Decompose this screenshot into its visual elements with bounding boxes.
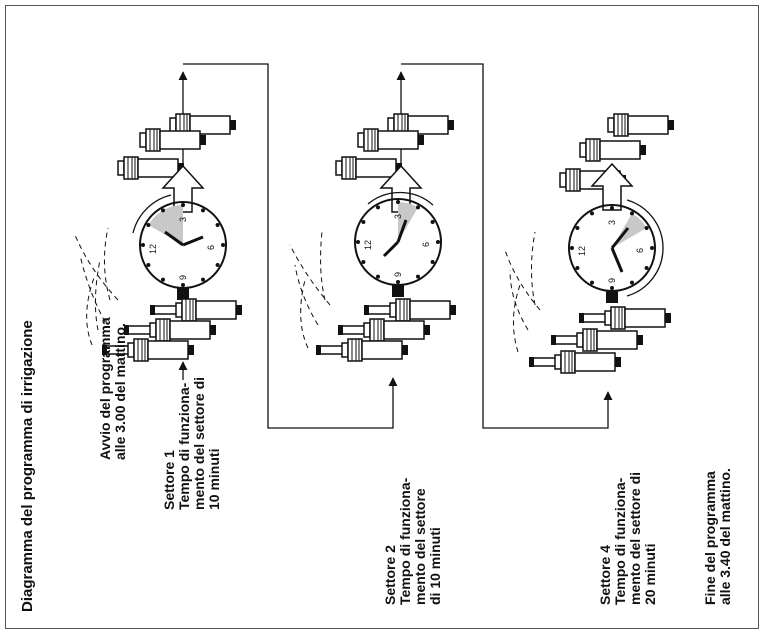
clock-number-3: 3 xyxy=(178,217,188,222)
clock-icon xyxy=(132,194,227,300)
sprinkler-active xyxy=(150,299,242,321)
start-label: Avvio del programma alle 3.00 del mattin… xyxy=(97,317,128,460)
clock-number-6: 6 xyxy=(421,242,431,247)
clock-number-12: 12 xyxy=(577,246,587,256)
water-spray xyxy=(289,231,331,349)
sprinkler-active xyxy=(316,339,408,361)
diagram-frame xyxy=(5,5,759,629)
column-2 xyxy=(289,113,456,361)
sector-1-label: Settore 1 Tempo di funziona- mento del s… xyxy=(161,376,222,510)
sprinkler-active xyxy=(551,329,643,351)
clock-number-12: 12 xyxy=(363,240,373,250)
water-spray xyxy=(504,231,541,353)
sprinkler-active xyxy=(579,307,671,329)
column-1 xyxy=(74,113,242,361)
sprinkler-active xyxy=(338,319,430,341)
sprinkler-retracted xyxy=(139,128,207,152)
clock-number-12: 12 xyxy=(148,244,158,254)
clock-number-6: 6 xyxy=(206,245,216,250)
water-spray xyxy=(74,227,119,346)
end-label: Fine del programma alle 3.40 del mattino… xyxy=(702,468,733,605)
sprinkler-active xyxy=(364,299,456,321)
column-3 xyxy=(504,113,675,373)
clock-number-9: 9 xyxy=(178,275,188,280)
clock-icon xyxy=(568,199,664,303)
flow-line-2-3 xyxy=(401,63,613,429)
clock-number-3: 3 xyxy=(393,214,403,219)
clock-icon xyxy=(354,191,442,297)
diagram-title: Diagramma del programma di irrigazione xyxy=(19,320,36,612)
sprinkler-active xyxy=(124,319,216,341)
sprinkler-retracted xyxy=(579,138,647,162)
clock-number-6: 6 xyxy=(635,248,645,253)
sector-2-label: Settore 2 Tempo di funziona- mento del s… xyxy=(382,477,443,605)
clock-numbers: 12 3 6 9 12 3 6 9 12 3 6 9 xyxy=(148,214,645,283)
sprinkler-retracted xyxy=(357,128,425,152)
sprinkler-retracted xyxy=(607,113,675,137)
clock-number-9: 9 xyxy=(607,278,617,283)
sprinkler-active xyxy=(529,351,621,373)
flow-lines xyxy=(178,63,613,429)
clock-number-9: 9 xyxy=(393,272,403,277)
clock-number-3: 3 xyxy=(607,220,617,225)
flow-line-1-2 xyxy=(183,63,398,429)
sector-4-label: Settore 4 Tempo di funziona- mento del s… xyxy=(597,471,658,605)
